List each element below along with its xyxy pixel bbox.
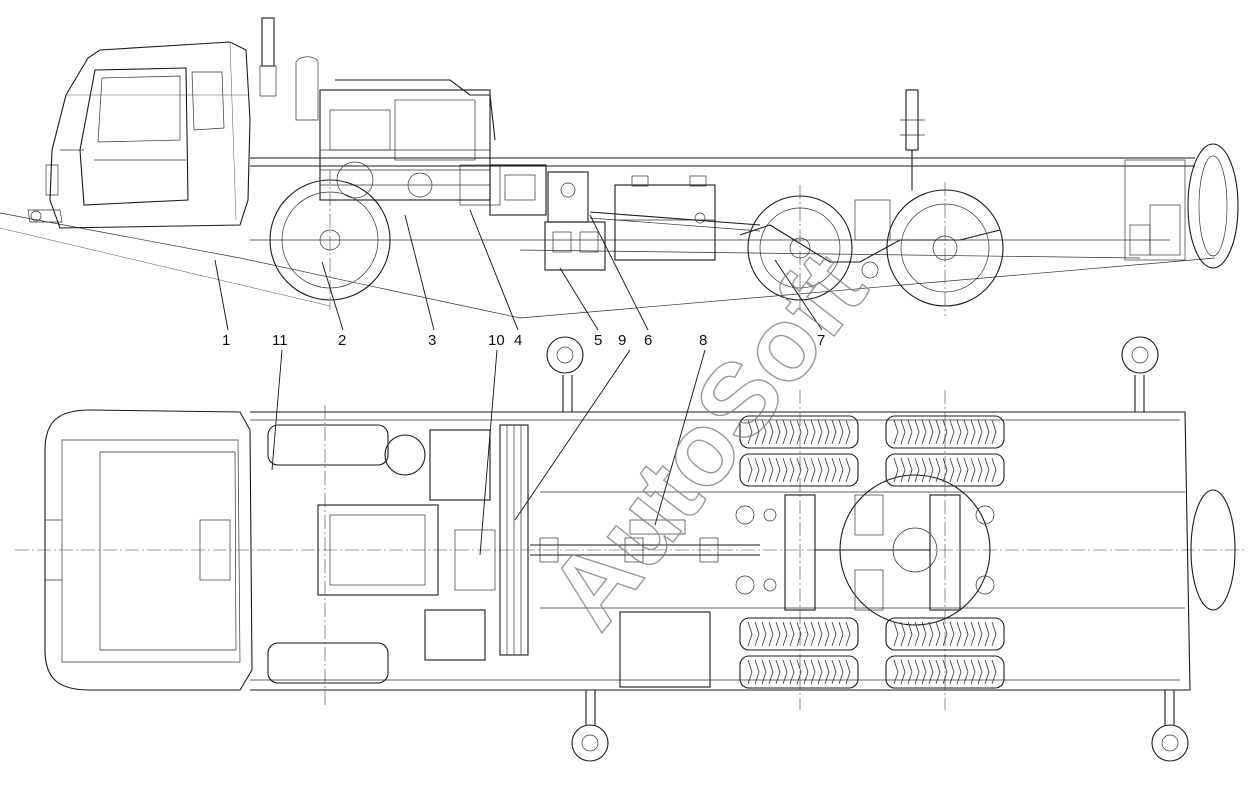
rear-tyres: [739, 415, 1005, 689]
outrigger-rear-right: [1151, 690, 1189, 762]
gearbox: [489, 164, 606, 271]
mast: [900, 89, 925, 190]
fuel-tank-top: [619, 611, 711, 688]
engine: [319, 79, 501, 206]
cab-top: [44, 409, 253, 691]
callout-7: 7: [817, 332, 825, 349]
front-wheel-top-right: [267, 642, 389, 684]
outrigger-rear-left: [1121, 336, 1159, 412]
spare-wheel-top: [1190, 489, 1236, 611]
callout-8: 8: [699, 332, 707, 349]
watermark: AutoSoft: [527, 232, 889, 649]
engine-top: [317, 429, 496, 661]
callout-1: 1: [222, 332, 230, 349]
driveshaft-top: [530, 519, 760, 563]
outrigger-front-right: [571, 690, 609, 762]
callout-4: 4: [514, 332, 522, 349]
outrigger-front-left: [546, 336, 584, 412]
callout-5: 5: [594, 332, 602, 349]
radiator: [499, 424, 529, 656]
side-view: 1 2 3 4 5 6 7: [0, 17, 1239, 349]
callout-3: 3: [428, 332, 436, 349]
callout-11: 11: [272, 332, 288, 349]
callout-9: 9: [618, 332, 626, 349]
frame-rail: [250, 157, 1195, 261]
front-wheel: [269, 170, 391, 310]
rear-wheel-2: [886, 182, 1004, 316]
front-wheel-top-left: [267, 424, 389, 466]
spare-wheel: [1187, 143, 1239, 269]
top-view: 11 10 9 8: [15, 332, 1245, 762]
callout-6: 6: [644, 332, 652, 349]
exhaust-pipe: [259, 17, 319, 121]
rear-wheel-1: [747, 185, 853, 312]
callout-10: 10: [488, 332, 505, 349]
callout-2: 2: [338, 332, 346, 349]
rear-axle-1: [735, 390, 816, 710]
cab: [27, 41, 251, 229]
